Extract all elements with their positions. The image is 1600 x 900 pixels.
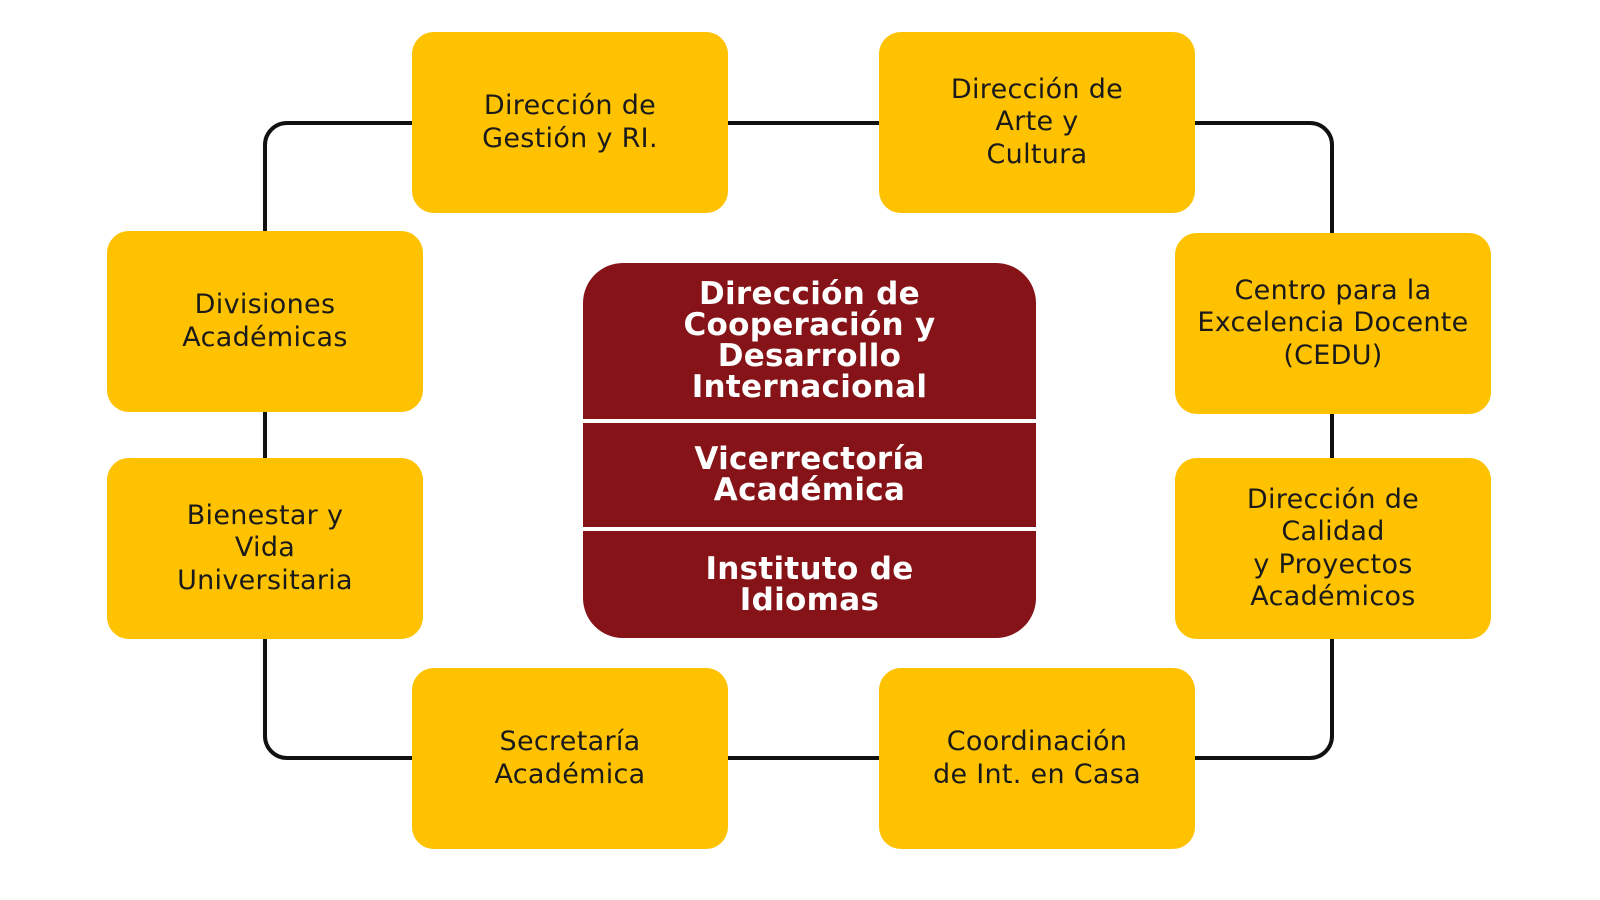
center-section-idiomas-label: Instituto de Idiomas [705, 550, 914, 618]
center-block: Dirección de Cooperación y Desarrollo In… [583, 263, 1036, 638]
node-gestion-ri-label: Dirección de Gestión y RI. [482, 90, 658, 154]
center-section-idiomas: Instituto de Idiomas [583, 531, 1036, 638]
node-calidad-proyectos-label: Dirección de Calidad y Proyectos Académi… [1246, 483, 1420, 612]
center-divider [583, 527, 1036, 531]
node-cedu: Centro para la Excelencia Docente (CEDU) [1175, 233, 1491, 414]
node-secretaria-academica-label: Secretaría Académica [494, 726, 646, 790]
connector-ring [263, 121, 1334, 760]
node-divisiones-academicas: Divisiones Académicas [107, 231, 423, 412]
center-section-vicerrectoria-label: Vicerrectoría Académica [694, 441, 925, 508]
node-arte-cultura-label: Dirección de Arte y Cultura [950, 73, 1124, 170]
node-int-en-casa: Coordinación de Int. en Casa [879, 668, 1195, 849]
node-secretaria-academica: Secretaría Académica [412, 668, 728, 849]
node-bienestar-label: Bienestar y Vida Universitaria [177, 499, 353, 596]
node-calidad-proyectos: Dirección de Calidad y Proyectos Académi… [1175, 458, 1491, 639]
node-int-en-casa-label: Coordinación de Int. en Casa [933, 726, 1141, 790]
center-section-cooperacion-label: Dirección de Cooperación y Desarrollo In… [683, 276, 936, 405]
center-section-cooperacion: Dirección de Cooperación y Desarrollo In… [583, 263, 1036, 419]
node-cedu-label: Centro para la Excelencia Docente (CEDU) [1197, 274, 1469, 371]
node-divisiones-academicas-label: Divisiones Académicas [182, 289, 348, 353]
node-gestion-ri: Dirección de Gestión y RI. [412, 32, 728, 213]
center-section-vicerrectoria: Vicerrectoría Académica [583, 423, 1036, 527]
center-divider [583, 419, 1036, 423]
node-bienestar: Bienestar y Vida Universitaria [107, 458, 423, 639]
node-arte-cultura: Dirección de Arte y Cultura [879, 32, 1195, 213]
